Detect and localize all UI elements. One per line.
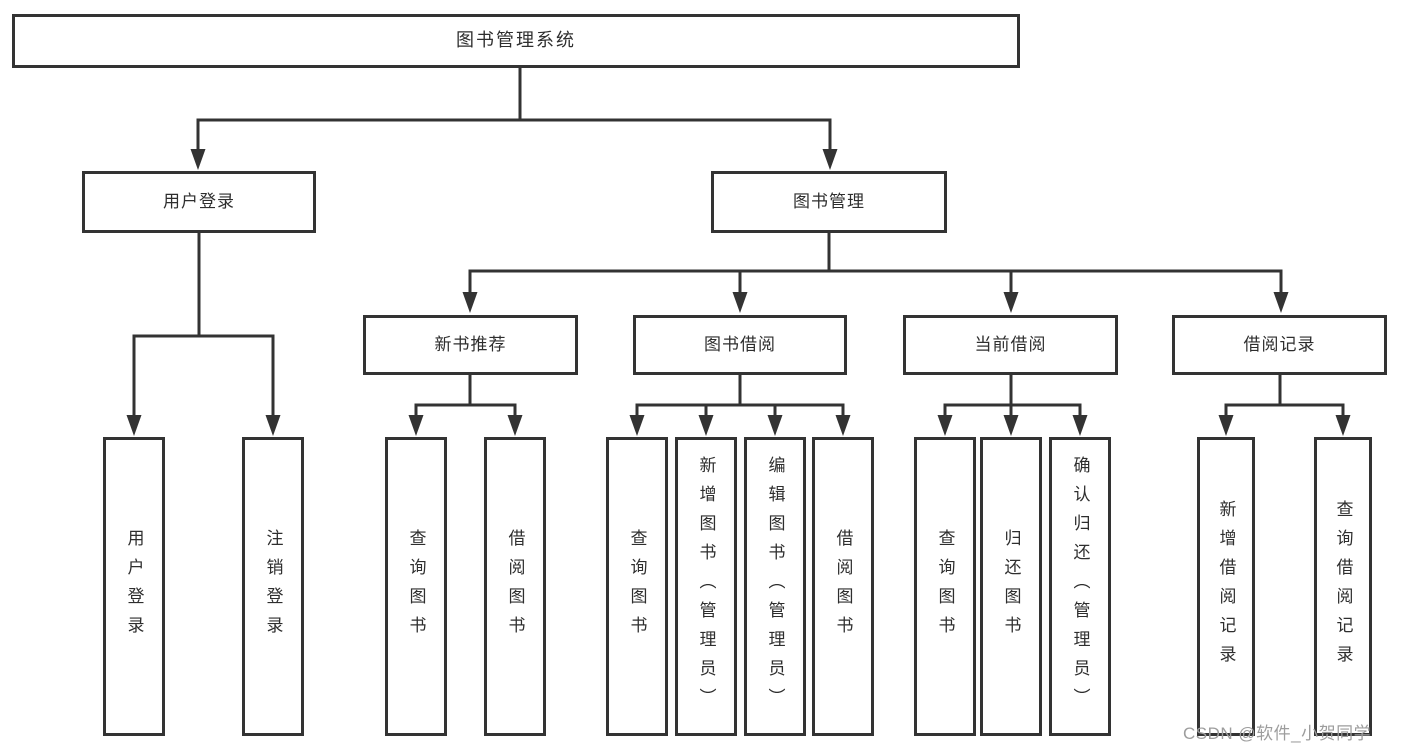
leaf-borrow-books: 借阅图书 (812, 437, 874, 736)
leaf-query-books-borrow: 查询图书 (606, 437, 668, 736)
leaf-add-borrow-record: 新增借阅记录 (1197, 437, 1255, 736)
leaf-user-login: 用户登录 (103, 437, 165, 736)
node-current-borrow: 当前借阅 (903, 315, 1118, 375)
node-book-borrow: 图书借阅 (633, 315, 847, 375)
node-user-login: 用户登录 (82, 171, 316, 233)
leaf-logout: 注销登录 (242, 437, 304, 736)
arrowheads (126, 149, 1351, 436)
node-borrow-records: 借阅记录 (1172, 315, 1387, 375)
leaf-edit-books-admin: 编辑图书（管理员） (744, 437, 806, 736)
leaf-add-books-admin: 新增图书（管理员） (675, 437, 737, 736)
leaf-query-books-recommend: 查询图书 (385, 437, 447, 736)
leaf-confirm-return-admin: 确认归还（管理员） (1049, 437, 1111, 736)
leaf-borrow-books-recommend: 借阅图书 (484, 437, 546, 736)
leaf-query-books-current: 查询图书 (914, 437, 976, 736)
node-library-management-system: 图书管理系统 (12, 14, 1020, 68)
csdn-watermark: CSDN @软件_小贺同学 (1183, 724, 1372, 743)
leaf-return-books: 归还图书 (980, 437, 1042, 736)
node-book-management: 图书管理 (711, 171, 947, 233)
leaf-query-borrow-record: 查询借阅记录 (1314, 437, 1372, 736)
tree-edges (132, 68, 1345, 418)
node-new-book-recommend: 新书推荐 (363, 315, 578, 375)
